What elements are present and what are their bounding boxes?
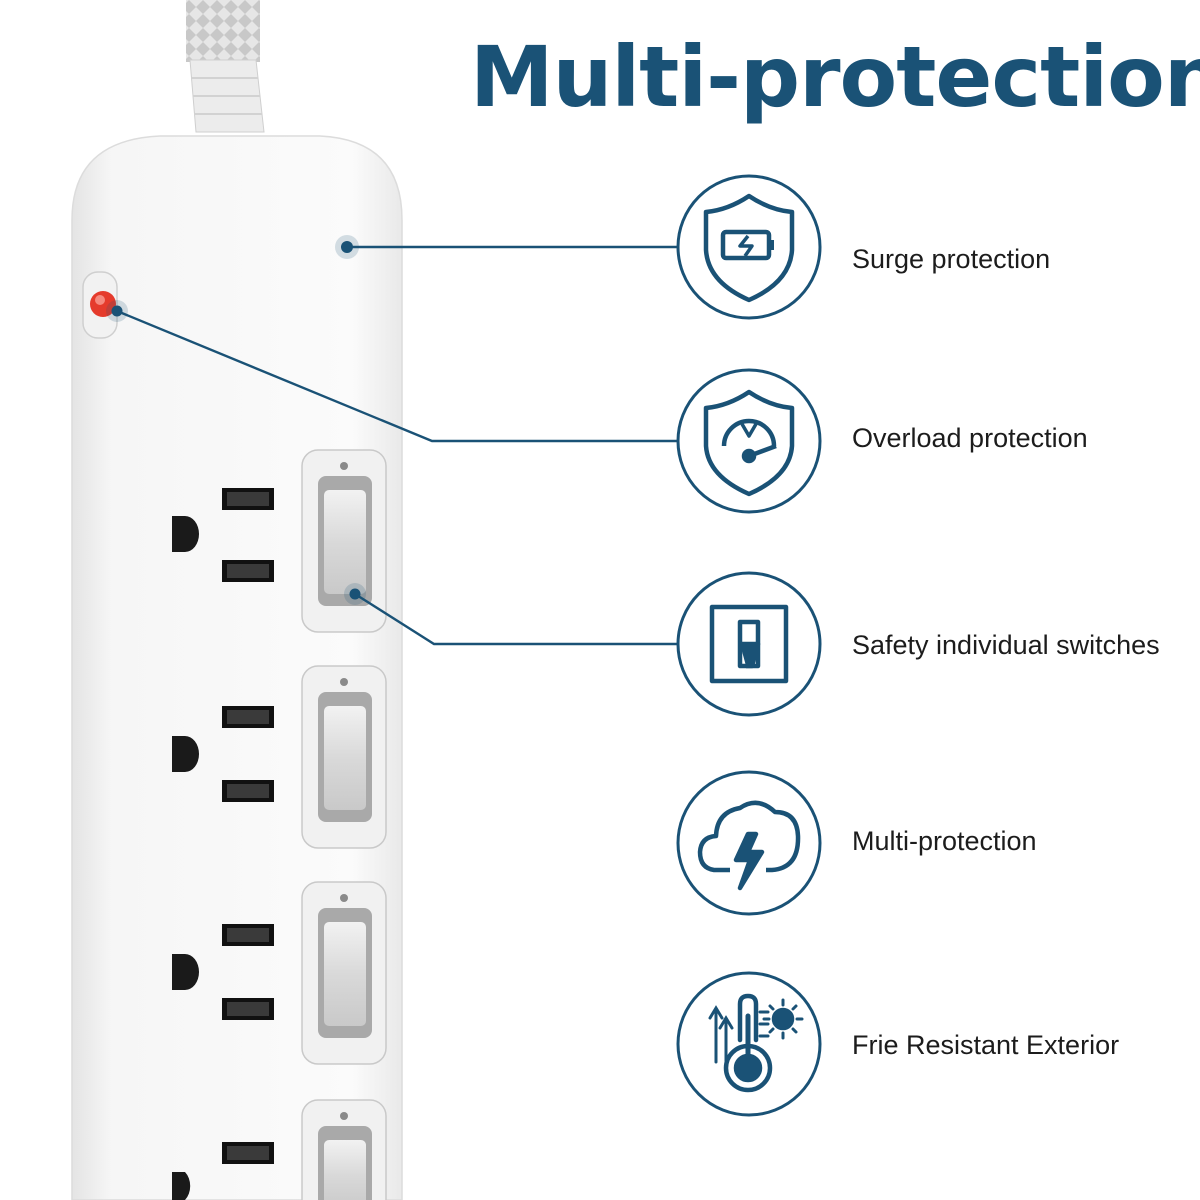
outlet-3 bbox=[172, 924, 274, 1020]
outlet-2-switch[interactable] bbox=[301, 665, 387, 849]
callout-dot-switches bbox=[344, 583, 366, 605]
outlet-1 bbox=[172, 488, 274, 582]
callout-line-switches bbox=[354, 592, 678, 646]
callout-line-overload bbox=[116, 309, 678, 443]
feature-circle-switches bbox=[676, 571, 822, 717]
outlet-2 bbox=[172, 706, 274, 802]
outlet-4 bbox=[172, 1142, 274, 1200]
feature-circle-multi bbox=[676, 770, 822, 916]
feature-label-switches: Safety individual switches bbox=[852, 630, 1160, 660]
page-title: Multi-protection bbox=[470, 28, 1200, 126]
outlet-3-switch[interactable] bbox=[301, 881, 387, 1065]
rocker-switch-icon bbox=[709, 604, 789, 684]
feature-label-overload: Overload protection bbox=[852, 423, 1088, 453]
feature-label-multi: Multi-protection bbox=[852, 826, 1037, 856]
overload-reset-indicator[interactable] bbox=[82, 271, 118, 339]
shield-battery-icon bbox=[703, 193, 795, 303]
feature-label-surge: Surge protection bbox=[852, 244, 1051, 274]
outlet-1-switch[interactable] bbox=[301, 449, 387, 633]
outlet-4-switch[interactable] bbox=[301, 1099, 387, 1200]
power-cable bbox=[186, 0, 260, 62]
callout-dot-overload bbox=[106, 300, 128, 322]
shield-gauge-icon bbox=[703, 389, 795, 497]
thermometer-sun-icon bbox=[708, 993, 804, 1093]
cloud-lightning-icon bbox=[697, 800, 801, 891]
callout-dot-surge bbox=[335, 235, 359, 259]
feature-circle-surge bbox=[676, 174, 822, 320]
feature-circle-overload bbox=[676, 368, 822, 514]
feature-circle-fire bbox=[676, 971, 822, 1117]
feature-label-fire: Frie Resistant Exterior bbox=[852, 1030, 1120, 1060]
